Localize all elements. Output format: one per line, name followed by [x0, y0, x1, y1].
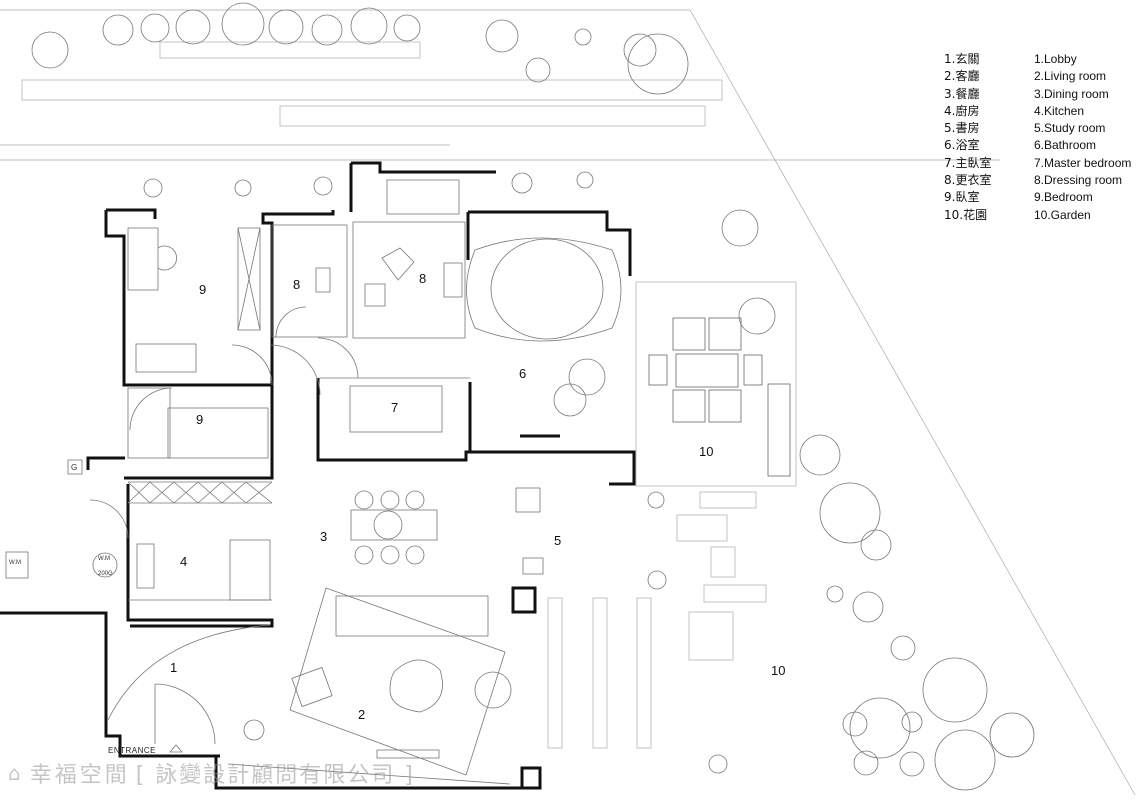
- legend-item: 6.Bathroom: [1034, 138, 1097, 153]
- tree-row-top: [31, 2, 689, 95]
- legend-item: 10.Garden: [1034, 207, 1091, 222]
- watermark: ⌂ 幸福空間 [ 詠變設計顧問有限公司 ]: [8, 757, 415, 789]
- watermark-company: [ 詠變設計顧問有限公司 ]: [135, 763, 415, 788]
- garden-trees: [143, 171, 1035, 791]
- room-number-lobby: 1: [170, 660, 178, 675]
- room-number-garden: 10: [699, 444, 714, 459]
- legend-item: 2.客廳: [944, 69, 980, 84]
- legend-item: 4.廚房: [944, 103, 980, 118]
- garden-furniture: [547, 281, 797, 749]
- legend-chinese: 1.玄關 2.客廳 3.餐廳 4.廚房 5.書房 6.浴室 7.主臥室 8.更衣…: [944, 51, 991, 224]
- legend-item: 8.更衣室: [944, 173, 992, 188]
- legend-item: 3.Dining room: [1034, 86, 1109, 101]
- legend-item: 1.Lobby: [1034, 52, 1077, 66]
- legend-item: 9.臥室: [944, 190, 980, 205]
- water-heater-tag-bottom: 200G: [98, 571, 113, 577]
- legend-item: 1.玄關: [944, 52, 980, 66]
- room-number-kitchen: 4: [180, 554, 188, 569]
- legend-item: 7.Master bedroom: [1034, 155, 1132, 170]
- house-icon: ⌂: [8, 761, 24, 785]
- interior-lines: [5, 179, 622, 785]
- room-number-bedroom: 9: [199, 282, 207, 297]
- room-number-study-room: 5: [554, 533, 562, 548]
- legend-item: 7.主臥室: [944, 155, 992, 170]
- legend-item: 2.Living room: [1034, 69, 1107, 84]
- legend-item: 5.書房: [944, 121, 980, 136]
- legend-english: 1.Lobby 2.Living room 3.Dining room 4.Ki…: [1034, 51, 1131, 224]
- room-number-living-room: 2: [358, 707, 366, 722]
- room-number-bedroom: 9: [196, 412, 204, 427]
- room-number-dressing-room: 8: [419, 271, 427, 286]
- room-number-dressing-room: 8: [293, 277, 301, 292]
- washer-tag: W.M: [9, 560, 21, 566]
- legend-item: 6.浴室: [944, 138, 980, 153]
- site-boundary: [0, 9, 1136, 796]
- entrance-arrow-icon: [169, 744, 183, 753]
- legend-item: 5.Study room: [1034, 121, 1106, 136]
- water-heater-tag-top: W.M: [98, 556, 110, 562]
- legend-item: 9.Bedroom: [1034, 190, 1093, 205]
- entrance-label: ENTRANCE: [108, 746, 157, 755]
- gas-box-tag: G: [71, 463, 78, 472]
- legend-item: 10.花園: [944, 207, 988, 222]
- room-number-dining-room: 3: [320, 529, 328, 544]
- legend-item: 8.Dressing room: [1034, 173, 1123, 188]
- room-number-master-bedroom: 7: [391, 400, 399, 415]
- legend-item: 3.餐廳: [944, 86, 980, 101]
- watermark-brand: 幸福空間: [29, 763, 130, 788]
- legend-item: 4.Kitchen: [1034, 103, 1085, 118]
- walls: [0, 161, 636, 790]
- room-number-garden: 10: [771, 663, 786, 678]
- room-number-bathroom: 6: [519, 366, 527, 381]
